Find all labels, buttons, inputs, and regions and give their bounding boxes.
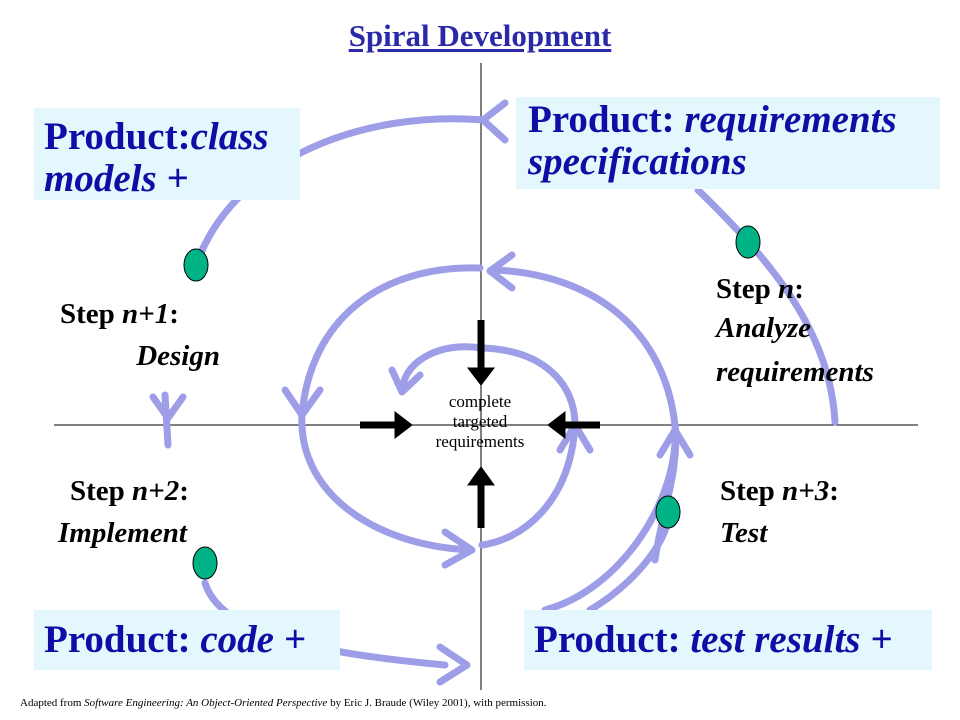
product-test-results-box: Product: test results + xyxy=(524,610,932,670)
center-line-2: targeted xyxy=(452,412,508,431)
step-n1-var: n+1 xyxy=(122,298,170,330)
center-line-3: requirements xyxy=(435,432,525,451)
spiral-outer-top xyxy=(196,115,489,259)
spiral-arrowhead-middle-top xyxy=(486,251,516,292)
step-n-action: Analyze requirements xyxy=(716,312,874,388)
step-n-heading: Step n: xyxy=(716,270,931,308)
center-arrow-bottom-head xyxy=(467,466,495,486)
spiral-arrowhead-middle-left xyxy=(281,386,324,419)
step-n-var: n xyxy=(778,273,795,305)
credit-prefix: Adapted from xyxy=(20,697,85,709)
credit-line: Adapted from Software Engineering: An Ob… xyxy=(20,697,547,709)
step-n3-label: Step n+3: Test xyxy=(720,472,890,552)
spiral-inner-bottom xyxy=(478,421,579,549)
center-label: complete targeted requirements xyxy=(400,392,560,452)
credit-book: Software Engineering: An Object-Oriented… xyxy=(84,697,328,709)
spiral-inner-top xyxy=(478,344,579,429)
center-line-1: complete xyxy=(448,392,512,411)
node-analyze xyxy=(735,225,761,259)
step-n3-prefix: Step xyxy=(720,475,783,507)
spiral-arrowhead-bottom xyxy=(436,643,471,686)
step-n-prefix: Step xyxy=(716,273,779,305)
step-n2-prefix: Step xyxy=(70,475,133,507)
product-class-models-box: Product:class models + xyxy=(34,108,300,200)
step-n1-heading: Step n+1: xyxy=(60,295,220,333)
product-requirements-box: Product: requirements specifications xyxy=(516,97,940,189)
credit-suffix: by Eric J. Braude (Wiley 2001), with per… xyxy=(327,697,547,709)
step-n2-heading: Step n+2: xyxy=(58,472,228,510)
spiral-outer-right xyxy=(694,186,839,426)
node-design xyxy=(183,248,209,282)
step-n1-label: Step n+1: Design xyxy=(60,295,220,375)
node-implement xyxy=(192,546,218,580)
spiral-arrowhead-requirements xyxy=(479,99,509,144)
product-requirements-text: requirements specifications xyxy=(528,98,897,183)
center-arrow-right-head xyxy=(547,410,566,440)
step-n3-action: Test xyxy=(720,517,768,549)
step-n2-action: Implement xyxy=(58,517,187,549)
product-code-box: Product: code + xyxy=(34,610,340,670)
product-requirements-label: Product: xyxy=(528,98,685,141)
spiral-arrowhead-inner-left xyxy=(388,366,424,396)
step-n1-prefix: Step xyxy=(60,298,123,330)
step-n-label: Step n: Analyze requirements xyxy=(716,270,931,394)
spiral-inner-left xyxy=(399,343,486,389)
center-arrow-left-head xyxy=(394,410,413,440)
node-test xyxy=(655,495,681,529)
product-class-models-text: class models + xyxy=(44,115,269,200)
product-class-models-label: Product: xyxy=(44,115,191,158)
step-n2-label: Step n+2: Implement xyxy=(58,472,228,552)
product-test-results-text: test results + xyxy=(690,618,893,661)
step-n3-var: n+3 xyxy=(782,475,830,507)
step-n2-colon: : xyxy=(179,475,189,507)
step-n3-colon: : xyxy=(829,475,839,507)
step-n1-colon: : xyxy=(169,298,179,330)
spiral-arrowhead-right-up xyxy=(656,426,694,459)
spiral-middle-right xyxy=(541,421,679,614)
product-test-results-label: Product: xyxy=(534,618,691,661)
spiral-arrowhead-middle-bottom xyxy=(441,528,476,569)
page-title: Spiral Development xyxy=(348,18,612,53)
step-n1-action: Design xyxy=(136,340,220,372)
step-n-colon: : xyxy=(794,273,804,305)
step-n3-heading: Step n+3: xyxy=(720,472,890,510)
step-n2-var: n+2 xyxy=(132,475,180,507)
product-code-label: Product: xyxy=(44,618,201,661)
spiral-arrowhead-left-down xyxy=(149,393,187,422)
center-arrow-top-head xyxy=(466,367,496,386)
product-code-text: code + xyxy=(200,618,306,661)
